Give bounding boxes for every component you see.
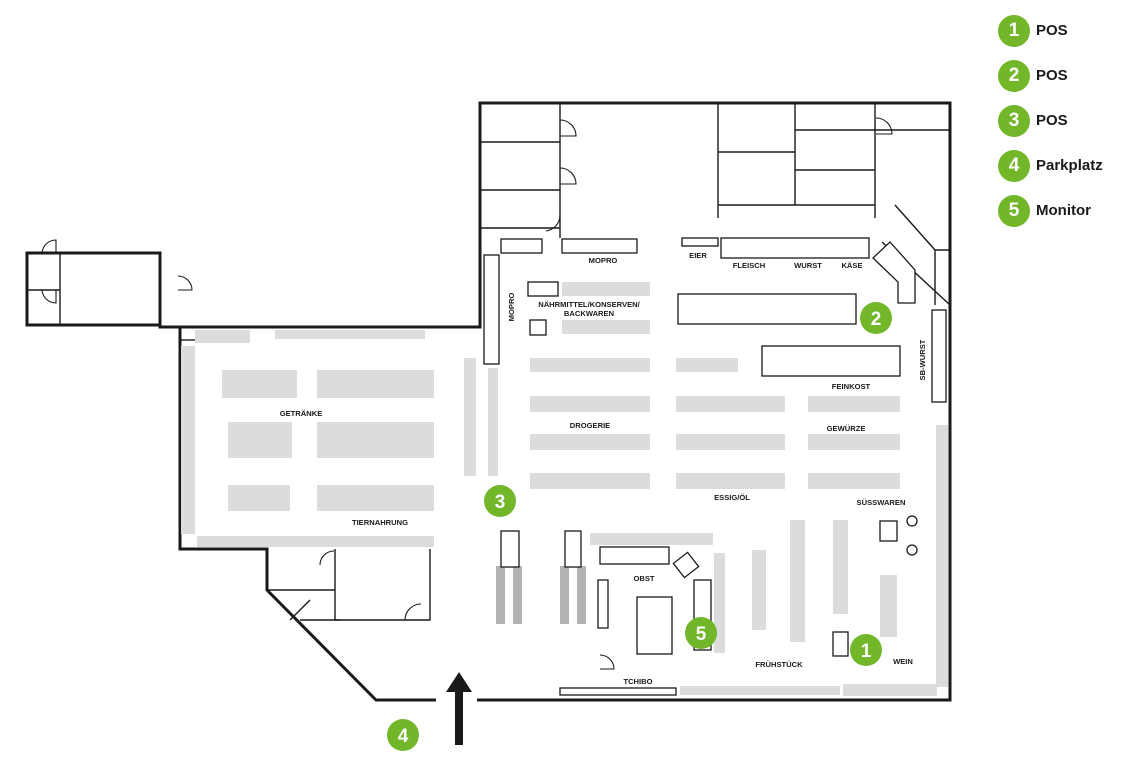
label-fleisch: FLEISCH bbox=[733, 261, 766, 270]
marker-2[interactable]: 2 bbox=[860, 302, 892, 334]
marker-1[interactable]: 1 bbox=[850, 634, 882, 666]
checkout-belts bbox=[496, 566, 586, 624]
label-gewuerze: GEWÜRZE bbox=[827, 424, 866, 433]
legend-badge-4: 4 bbox=[998, 149, 1030, 182]
label-mopro-side: MOPRO bbox=[507, 293, 516, 322]
legend-item-1[interactable]: 1 POS bbox=[998, 14, 1103, 47]
doors bbox=[41, 117, 893, 670]
marker-1-number: 1 bbox=[861, 641, 872, 662]
legend: 1 POS 2 POS 3 POS 4 Parkplatz 5 Monitor bbox=[998, 14, 1103, 239]
marker-4[interactable]: 4 bbox=[387, 719, 419, 751]
label-tiernahrung: TIERNAHRUNG bbox=[352, 518, 408, 527]
label-wurst: WURST bbox=[794, 261, 822, 270]
label-essig-oel: ESSIG/ÖL bbox=[714, 493, 750, 502]
legend-label-2: POS bbox=[1036, 67, 1068, 84]
entrance-arrow-icon bbox=[446, 672, 472, 745]
marker-5[interactable]: 5 bbox=[685, 617, 717, 649]
legend-badge-2: 2 bbox=[998, 59, 1030, 92]
label-sb-wurst: SB-WURST bbox=[918, 339, 927, 380]
marker-5-number: 5 bbox=[696, 624, 707, 645]
legend-label-3: POS bbox=[1036, 112, 1068, 129]
legend-label-1: POS bbox=[1036, 22, 1068, 39]
label-backwaren: BACKWAREN bbox=[564, 309, 614, 318]
label-suesswaren: SÜSSWAREN bbox=[857, 498, 906, 507]
legend-badge-5: 5 bbox=[998, 194, 1030, 227]
legend-label-5: Monitor bbox=[1036, 202, 1091, 219]
label-wein: WEIN bbox=[893, 657, 913, 666]
label-feinkost: FEINKOST bbox=[832, 382, 871, 391]
legend-badge-3: 3 bbox=[998, 104, 1030, 137]
label-tchibo: TCHIBO bbox=[623, 677, 652, 686]
label-drogerie: DROGERIE bbox=[570, 421, 611, 430]
marker-3-number: 3 bbox=[495, 492, 506, 513]
label-eier: EIER bbox=[689, 251, 707, 260]
shelves bbox=[181, 282, 948, 696]
legend-item-3[interactable]: 3 POS bbox=[998, 104, 1103, 137]
marker-2-number: 2 bbox=[871, 309, 882, 330]
marker-4-number: 4 bbox=[398, 726, 409, 747]
legend-item-2[interactable]: 2 POS bbox=[998, 59, 1103, 92]
label-mopro-top: MOPRO bbox=[589, 256, 618, 265]
area-labels: MOPRO EIER FLEISCH WURST KÄSE MOPRO NÄHR… bbox=[280, 251, 927, 686]
legend-item-4[interactable]: 4 Parkplatz bbox=[998, 149, 1103, 182]
label-obst: OBST bbox=[633, 574, 654, 583]
label-fruehstueck: FRÜHSTÜCK bbox=[755, 660, 803, 669]
label-naehrmittel: NÄHRMITTEL/KONSERVEN/ bbox=[538, 300, 640, 309]
legend-badge-1: 1 bbox=[998, 14, 1030, 47]
marker-3[interactable]: 3 bbox=[484, 485, 516, 517]
legend-item-5[interactable]: 5 Monitor bbox=[998, 194, 1103, 227]
label-kaese: KÄSE bbox=[841, 261, 862, 270]
outer-walls bbox=[25, 101, 952, 702]
label-getraenke: GETRÄNKE bbox=[280, 409, 323, 418]
legend-label-4: Parkplatz bbox=[1036, 157, 1103, 174]
